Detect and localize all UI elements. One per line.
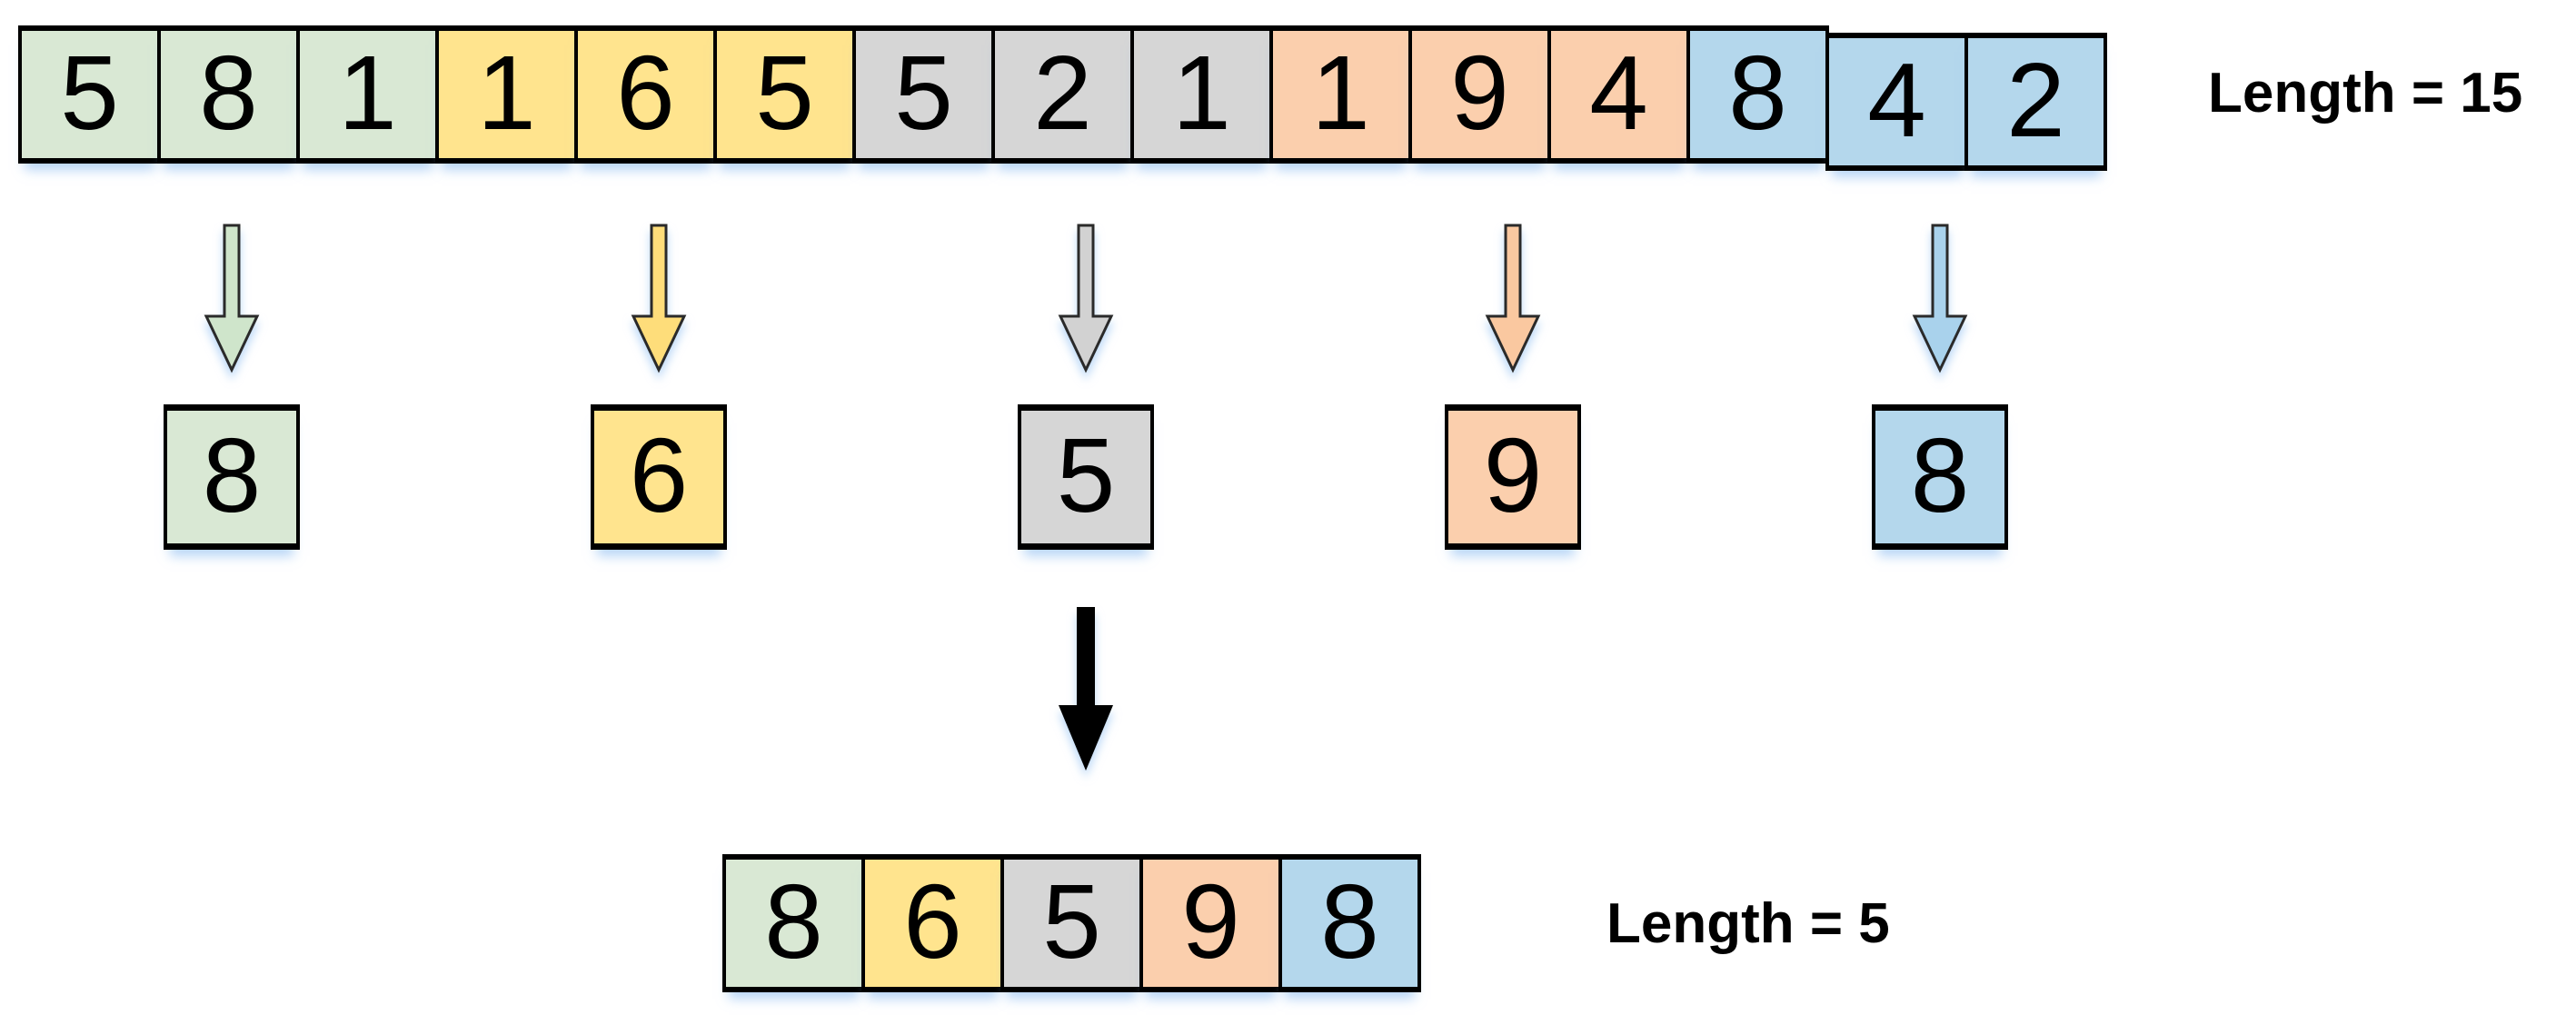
cell-value: 2 — [1033, 34, 1092, 152]
cell-value: 8 — [1320, 862, 1379, 980]
cell-value: 1 — [477, 34, 536, 152]
cell-value: 4 — [1589, 34, 1648, 152]
array-cell: 5 — [1000, 854, 1143, 992]
cell-value: 1 — [1172, 34, 1231, 152]
cell-value: 5 — [1056, 416, 1116, 534]
array-cell: 9 — [1139, 854, 1282, 992]
cell-value: 8 — [764, 862, 823, 980]
cell-value: 6 — [629, 416, 689, 534]
array-cell: 2 — [991, 25, 1134, 164]
cell-value: 9 — [1450, 34, 1509, 152]
array-cell: 5 — [18, 25, 161, 164]
cell-value: 5 — [60, 34, 119, 152]
cell-value: 1 — [338, 34, 397, 152]
cell-value: 8 — [1910, 416, 1970, 534]
reduced-cell: 8 — [1872, 404, 2008, 550]
array-cell: 2 — [1964, 33, 2107, 171]
cell-value: 6 — [903, 862, 962, 980]
down-arrow-blue-icon — [1912, 224, 1968, 373]
merge-arrow-icon — [1059, 607, 1113, 771]
cell-value: 9 — [1483, 416, 1543, 534]
reduced-cell: 6 — [591, 404, 727, 550]
array-cell: 6 — [861, 854, 1004, 992]
length-label-top: Length = 15 — [2208, 62, 2523, 124]
cell-value: 4 — [1867, 41, 1926, 159]
bottom-array: 8 6 5 9 8 — [722, 854, 1421, 992]
array-cell: 9 — [1408, 25, 1551, 164]
array-cell: 4 — [1547, 25, 1690, 164]
array-cell: 1 — [296, 25, 439, 164]
array-cell: 5 — [713, 25, 856, 164]
array-cell: 1 — [1269, 25, 1412, 164]
cell-value: 2 — [2006, 41, 2065, 159]
array-cell: 1 — [435, 25, 578, 164]
down-arrow-yellow-icon — [631, 224, 687, 373]
cell-value: 5 — [894, 34, 953, 152]
reduced-cell: 8 — [164, 404, 300, 550]
down-arrow-gray-icon — [1058, 224, 1114, 373]
array-cell: 6 — [574, 25, 717, 164]
reduced-cell: 5 — [1018, 404, 1154, 550]
cell-value: 9 — [1181, 862, 1240, 980]
top-array: 5 8 1 1 6 5 5 2 1 1 9 4 8 4 2 — [18, 25, 2107, 171]
array-cell: 8 — [1278, 854, 1421, 992]
array-cell: 8 — [722, 854, 865, 992]
cell-value: 1 — [1311, 34, 1370, 152]
array-cell: 1 — [1130, 25, 1273, 164]
array-cell: 8 — [1686, 25, 1829, 164]
reduced-cell: 9 — [1445, 404, 1581, 550]
array-cell: 8 — [157, 25, 300, 164]
cell-value: 8 — [1728, 34, 1787, 152]
array-cell: 5 — [852, 25, 995, 164]
cell-value: 5 — [1042, 862, 1101, 980]
cell-value: 5 — [755, 34, 814, 152]
cell-value: 8 — [202, 416, 262, 534]
array-cell: 4 — [1825, 33, 1968, 171]
down-arrow-green-icon — [204, 224, 260, 373]
cell-value: 8 — [199, 34, 258, 152]
cell-value: 6 — [616, 34, 675, 152]
length-label-bottom: Length = 5 — [1606, 892, 1890, 955]
down-arrow-orange-icon — [1485, 224, 1541, 373]
